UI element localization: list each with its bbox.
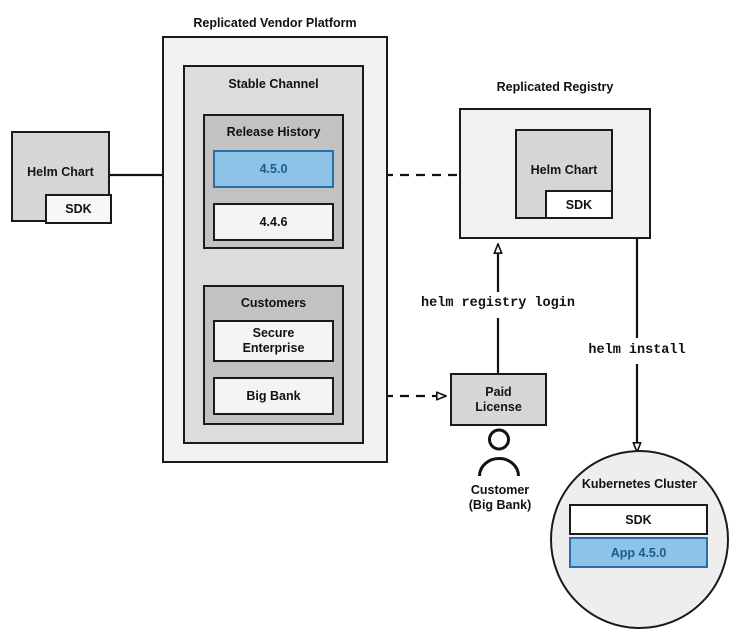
registry-sdk-label: SDK xyxy=(565,197,593,212)
customer-item-secure-enterprise[interactable]: Secure Enterprise xyxy=(213,320,334,362)
command-helm-install: helm install xyxy=(588,343,686,358)
source-sdk-box[interactable]: SDK xyxy=(45,194,112,224)
release-item-4-4-6[interactable]: 4.4.6 xyxy=(213,203,334,241)
source-helm-chart-label: Helm Chart xyxy=(27,165,94,179)
kubernetes-cluster-title: Kubernetes Cluster xyxy=(581,477,698,491)
registry-title: Replicated Registry xyxy=(496,80,614,94)
paid-license-box[interactable]: Paid License xyxy=(450,373,547,426)
registry-helm-chart-label: Helm Chart xyxy=(530,163,598,177)
cluster-app-box[interactable]: App 4.5.0 xyxy=(569,537,708,568)
release-item-4-5-0[interactable]: 4.5.0 xyxy=(213,150,334,188)
customer-actor-label: Customer (Big Bank) xyxy=(430,483,570,514)
stable-channel-heading: Stable Channel xyxy=(228,77,319,91)
customer-person-icon xyxy=(478,428,520,477)
customer-actor-line1: Customer xyxy=(470,483,530,497)
customer-name-line1: Secure xyxy=(252,326,295,340)
command-helm-registry-login: helm registry login xyxy=(421,296,575,311)
platform-title: Replicated Vendor Platform xyxy=(193,16,357,30)
cluster-sdk-box[interactable]: SDK xyxy=(569,504,708,535)
customer-name-label: Big Bank xyxy=(246,388,301,403)
cluster-sdk-label: SDK xyxy=(625,512,652,527)
customer-actor-line2: (Big Bank) xyxy=(468,498,532,513)
cluster-app-label: App 4.5.0 xyxy=(610,545,667,560)
release-version-label: 4.5.0 xyxy=(259,161,288,176)
source-sdk-label: SDK xyxy=(65,202,92,216)
customers-heading: Customers xyxy=(240,296,307,310)
customer-name-line2: Enterprise xyxy=(242,341,305,355)
release-version-label: 4.4.6 xyxy=(259,214,288,229)
paid-license-line1: Paid xyxy=(485,384,512,399)
paid-license-line2: License xyxy=(475,399,522,414)
customer-item-big-bank[interactable]: Big Bank xyxy=(213,377,334,415)
registry-sdk-box[interactable]: SDK xyxy=(545,190,613,219)
release-history-heading: Release History xyxy=(226,125,321,139)
